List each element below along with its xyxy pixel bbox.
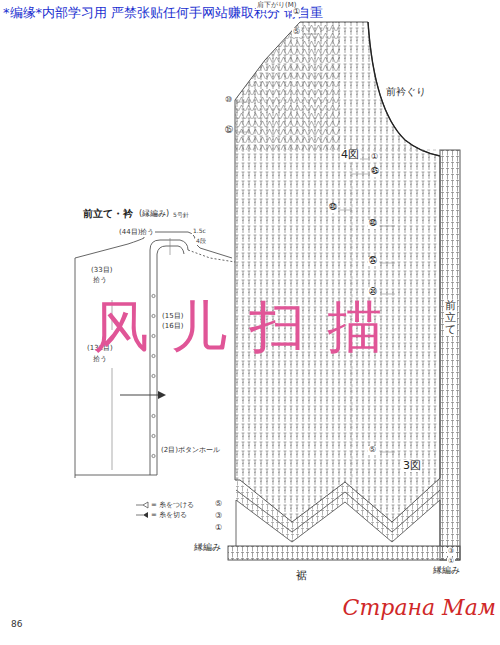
row-number: ⑩ [224,96,233,105]
row-leaders [236,14,395,452]
row-number: ① [214,524,223,533]
legend-item: = 糸をつける [151,500,194,510]
chart-label: 拾う [92,277,108,285]
stitch-chart [228,22,460,560]
row-number: ③ [214,512,223,521]
row-number: ① [447,558,455,566]
chart-label: 5号針 [172,212,190,219]
chart-label: 前衿ぐり [385,86,427,97]
row-number: ⑮ [224,126,234,135]
row-number: ⑤ [368,446,377,455]
page-number: 86 [10,620,23,630]
chart-label: 4段 [195,238,207,245]
chart-label: 1.5c [192,228,207,235]
scan-watermark: 风儿扫描 [92,296,406,358]
chart-label: (2目)ボタンホール [160,447,221,455]
chart-label: (33目) [90,267,113,275]
row-number: ⑤ [214,500,223,509]
chart-label: 前立て [444,300,457,336]
chart-label: 3図 [402,460,422,472]
legend-item: = 糸を切る [151,510,187,520]
row-number: ㊵ [368,220,378,229]
site-logo: Страна Мам [342,596,497,620]
legend-symbols [136,502,148,518]
row-number: ㉟ [368,257,378,266]
row-number: ⑤ [292,28,301,37]
chart-label: 4図 [340,149,360,161]
chart-label: 縁編み [193,543,222,553]
row-number: ㊺ [370,168,380,177]
row-number: ① [292,8,301,17]
chart-label: 前立て・衿 [82,208,134,219]
row-number: ③ [447,548,455,556]
row-number: ① [370,153,379,162]
chart-label: 縁編み [432,566,461,576]
chart-label: (縁編み) [138,210,170,219]
chart-label: 裾 [295,570,308,582]
row-number: ㊵ [328,204,338,213]
row-number: ㉚ [368,288,378,297]
chart-label: (44目)拾う [118,229,155,237]
